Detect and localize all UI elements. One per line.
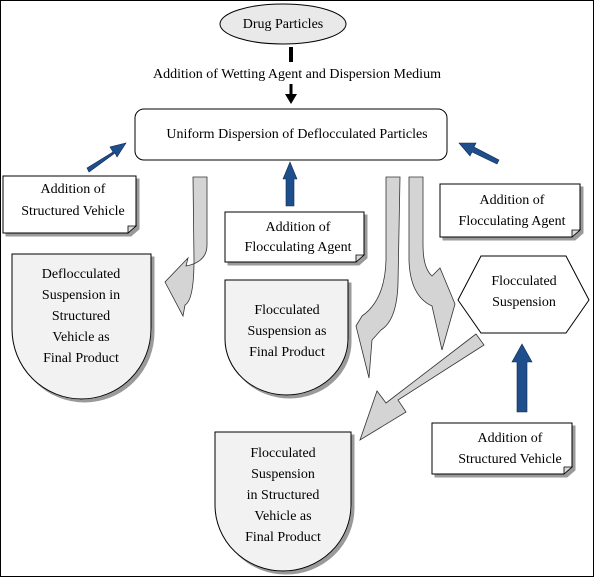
deflocculated-product-line2: Suspension in <box>42 288 120 303</box>
callout-structured-vehicle-left-line2: Structured Vehicle <box>21 204 125 219</box>
deflocculated-product-line3: Structured <box>52 309 110 324</box>
flocculated-suspension-node: Flocculated Suspension <box>457 255 590 334</box>
callout-structured-vehicle-bottom-line1: Addition of <box>478 431 543 446</box>
drug-particles-label: Drug Particles <box>243 17 323 32</box>
flocculated-structured-product-line3: in Structured <box>247 488 320 503</box>
grey-arrow-to-structured-product <box>359 333 485 441</box>
callout-structured-vehicle-left-line1: Addition of <box>41 182 106 197</box>
flocculated-structured-product-line2: Suspension <box>251 467 315 482</box>
deflocculated-product-node: Deflocculated Suspension in Structured V… <box>11 253 152 400</box>
grey-arrow-to-deflocculated <box>164 176 208 318</box>
callout-flocculating-agent-center-line1: Addition of <box>266 220 331 235</box>
callout-structured-vehicle-bottom: Addition of Structured Vehicle <box>431 422 574 475</box>
wetting-agent-label: Addition of Wetting Agent and Dispersion… <box>153 67 441 82</box>
callout-flocculating-agent-right-line2: Flocculating Agent <box>459 214 566 229</box>
flocculated-suspension-line2: Suspension <box>492 295 556 310</box>
callout-flocculating-agent-center: Addition of Flocculating Agent <box>224 211 366 263</box>
uniform-dispersion-node: Uniform Dispersion of Deflocculated Part… <box>134 108 448 161</box>
flocculated-product-line1: Flocculated <box>254 303 319 318</box>
flocculated-structured-product-line1: Flocculated <box>250 446 315 461</box>
callout-structured-vehicle-left: Addition of Structured Vehicle <box>2 175 138 234</box>
flocculated-product-line2: Suspension as <box>248 324 327 339</box>
flocculated-suspension-line1: Flocculated <box>491 274 556 289</box>
flocculated-product-node: Flocculated Suspension as Final Product <box>224 279 349 396</box>
grey-arrow-to-flocculated <box>355 176 401 379</box>
grey-arrow-to-flocculated-suspension <box>408 176 456 351</box>
deflocculated-product-line4: Vehicle as <box>52 330 109 345</box>
callout-flocculating-agent-right: Addition of Flocculating Agent <box>439 183 582 238</box>
drug-particles-node: Drug Particles <box>219 3 347 45</box>
deflocculated-product-line5: Final Product <box>43 351 119 366</box>
deflocculated-product-line1: Deflocculated <box>42 267 121 282</box>
wetting-connector-arrow <box>285 47 297 104</box>
callout-structured-vehicle-bottom-line2: Structured Vehicle <box>458 452 562 467</box>
flocculated-structured-product-node: Flocculated Suspension in Structured Veh… <box>214 431 352 572</box>
uniform-dispersion-label: Uniform Dispersion of Deflocculated Part… <box>166 127 427 142</box>
flocculated-structured-product-line4: Vehicle as <box>254 509 311 524</box>
blue-arrow-center <box>282 161 298 207</box>
callout-flocculating-agent-right-line1: Addition of <box>480 193 545 208</box>
blue-arrow-bottom-right <box>511 343 533 413</box>
blue-arrow-right <box>458 142 500 165</box>
flocculated-product-line3: Final Product <box>249 345 325 360</box>
blue-arrow-left <box>86 142 127 173</box>
flocculated-structured-product-line5: Final Product <box>245 530 321 545</box>
callout-flocculating-agent-center-line2: Flocculating Agent <box>245 240 352 255</box>
